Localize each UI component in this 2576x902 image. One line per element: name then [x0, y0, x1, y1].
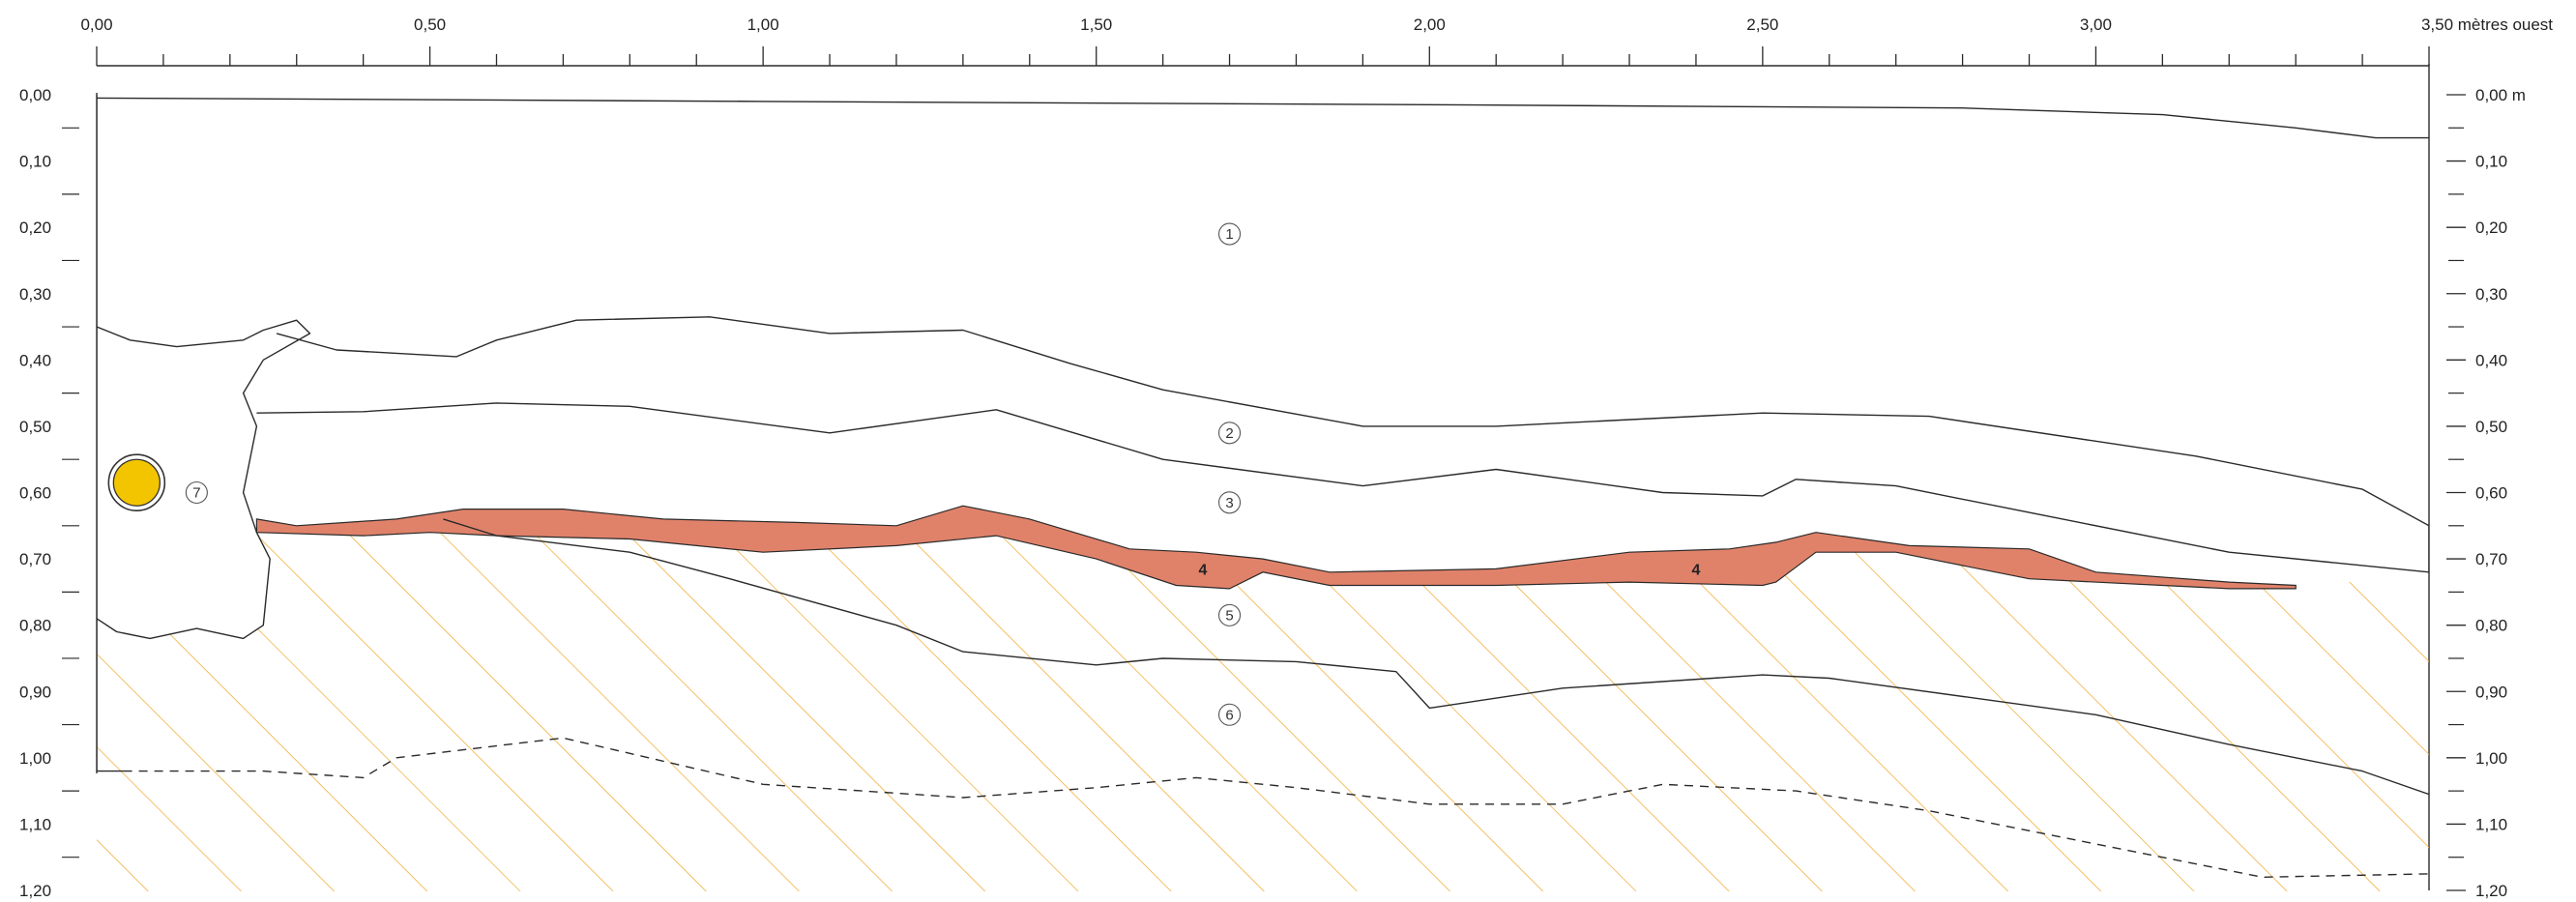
unit-label-circle: [185, 480, 208, 505]
right-axis-label: 0,60: [2475, 484, 2507, 503]
top-axis-label: 2,50: [1746, 15, 1778, 34]
right-axis-label: 0,80: [2475, 617, 2507, 635]
layer-4-fill: [255, 505, 2297, 590]
pit-7-area: [97, 320, 310, 639]
left-axis-label: 1,10: [19, 815, 51, 833]
left-axis-label: 0,00: [19, 86, 51, 104]
unit-label: 4: [1691, 562, 1700, 578]
top-axis-label: 0,00: [80, 15, 112, 34]
right-axis-label: 0,40: [2475, 351, 2507, 369]
boundary-2-3-line: [256, 402, 2429, 573]
left-axis-label: 0,90: [19, 683, 51, 701]
left-depth-axis: 0,00 0,10 0,20 0,30 0,40 0,50 0,60 0,70 0,80 0,90…: [19, 86, 98, 900]
left-axis-label: 0,40: [19, 351, 51, 369]
left-axis-label: 1,20: [19, 882, 51, 900]
right-depth-axis: 0,00 m 0,10 0,20 0,30 0,40 0,50 0,60 0,70 0,80 0,…: [2428, 64, 2526, 900]
left-axis-label: 0,20: [19, 218, 51, 237]
top-axis-label: 1,00: [747, 15, 779, 34]
right-axis-label: 0,20: [2475, 218, 2507, 237]
left-axis-label: 0,50: [19, 418, 51, 436]
layer-fills: [97, 320, 2429, 891]
unit-label: 4: [1199, 562, 1208, 578]
unit-label-circle: [1217, 422, 1242, 445]
right-axis-label: 0,70: [2475, 550, 2507, 568]
top-axis-label: 3,00: [2080, 15, 2112, 34]
unit-label: 2: [1225, 425, 1233, 442]
left-axis-label: 0,10: [19, 153, 51, 171]
marker-disc: [112, 458, 161, 507]
yellow-disc-marker: [107, 453, 166, 512]
top-axis-label: 2,00: [1414, 15, 1446, 34]
unit-label-circle: [1217, 603, 1242, 626]
unit-label-circle: [1217, 703, 1242, 726]
unit-label: 5: [1225, 607, 1233, 624]
unit-label: 3: [1225, 495, 1233, 511]
right-axis-label: 0,00 m: [2475, 86, 2526, 104]
top-axis-label: 1,50: [1080, 15, 1112, 34]
right-axis-label: 0,90: [2475, 683, 2507, 701]
right-axis-label: 1,20: [2475, 882, 2507, 900]
layer-boundaries: [97, 95, 2429, 878]
right-axis-label: 0,30: [2475, 285, 2507, 304]
right-axis-label: 0,10: [2475, 153, 2507, 171]
boundary-5-6-line: [443, 518, 2429, 796]
unit-label: 6: [1225, 707, 1233, 723]
left-axis-label: 0,30: [19, 285, 51, 304]
ground-surface-line: [97, 97, 2429, 139]
unit-label: 7: [192, 485, 200, 502]
lower-dashed-line: [123, 737, 2429, 878]
unit-label: 1: [1225, 226, 1233, 243]
left-axis-label: 0,60: [19, 484, 51, 503]
pit-7-outline: [97, 319, 311, 640]
unit-label-circle: [1217, 491, 1242, 514]
hatched-substrate: [97, 532, 2429, 891]
right-axis-label: 0,50: [2475, 418, 2507, 436]
unit-label-circle: [1217, 222, 1242, 246]
unit-labels: 1 2 3 4 4 5 6 7: [185, 222, 1700, 726]
right-axis-label: 1,00: [2475, 749, 2507, 768]
top-scale-axis: 0,00 0,50 1,00 1,50 2,00 2,50 3,00 3,50 mètres …: [80, 15, 2553, 67]
left-axis-label: 1,00: [19, 749, 51, 768]
boundary-1-2-line: [276, 316, 2429, 527]
top-axis-label: 3,50 mètres ouest: [2421, 15, 2553, 34]
top-axis-label: 0,50: [414, 15, 446, 34]
left-axis-label: 0,80: [19, 617, 51, 635]
left-axis-label: 0,70: [19, 550, 51, 568]
right-axis-label: 1,10: [2475, 815, 2507, 833]
